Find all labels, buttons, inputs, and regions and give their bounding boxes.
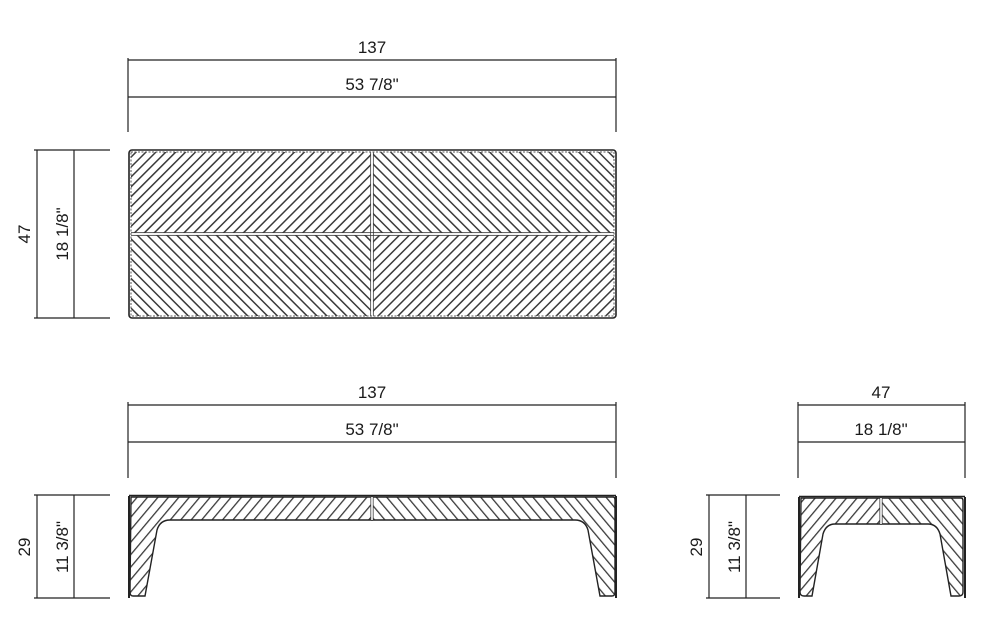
- top-depth-cm-label: 47: [15, 225, 34, 244]
- top-width-dimension: [127, 58, 617, 132]
- top-depth-in-label: 18 1/8": [53, 207, 72, 260]
- side-width-in-label: 18 1/8": [854, 420, 907, 439]
- side-view: 47 18 1/8" 29 11 3/8": [687, 383, 966, 599]
- top-view: 137 53 7/8" 47 18 1/8": [15, 38, 617, 319]
- bench-top-surface: [128, 149, 617, 319]
- side-height-in-label: 11 3/8": [725, 521, 744, 573]
- panel-bottom-right: [372, 234, 614, 316]
- front-view: 137 53 7/8" 29 11 3/8": [15, 383, 617, 599]
- bench-front-silhouette: [128, 494, 617, 598]
- top-width-cm-label: 137: [358, 38, 386, 57]
- panel-top-left: [131, 152, 372, 234]
- front-height-dimension: [34, 494, 110, 599]
- side-width-cm-label: 47: [872, 383, 891, 402]
- bench-side-silhouette: [798, 495, 966, 598]
- front-width-cm-label: 137: [358, 383, 386, 402]
- side-width-dimension: [797, 402, 966, 478]
- front-height-in-label: 11 3/8": [53, 521, 72, 573]
- top-depth-dimension: [34, 149, 110, 319]
- side-height-cm-label: 29: [687, 538, 706, 557]
- front-height-cm-label: 29: [15, 538, 34, 557]
- top-width-in-label: 53 7/8": [345, 75, 398, 94]
- side-height-dimension: [706, 494, 780, 599]
- front-width-in-label: 53 7/8": [345, 420, 398, 439]
- panel-bottom-left: [131, 234, 372, 316]
- panel-top-right: [372, 152, 614, 234]
- front-width-dimension: [127, 402, 617, 478]
